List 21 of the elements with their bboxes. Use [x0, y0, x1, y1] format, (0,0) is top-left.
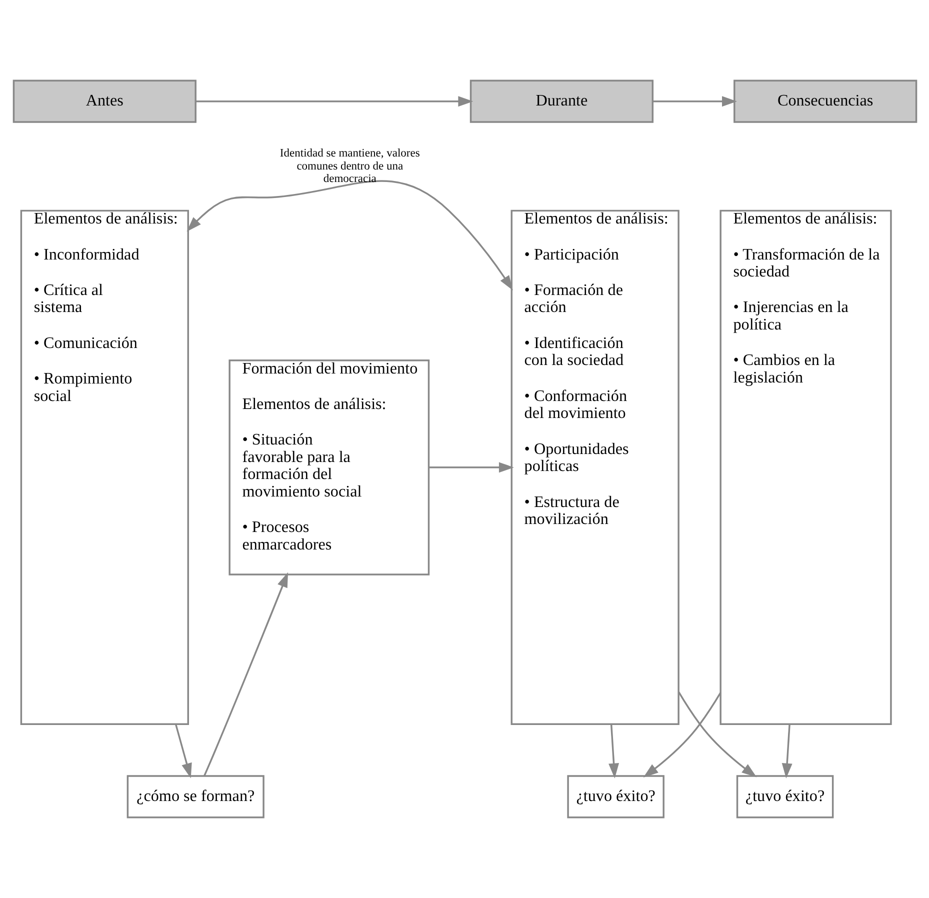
node-box: ¿tuvo éxito?	[736, 775, 834, 818]
arrow	[608, 724, 618, 778]
arrow	[203, 572, 288, 776]
node-box: Elementos de análisis: • Participación • Formación de acción • Identificación con la sociedad • Conformación del movimiento • Oportunidades políticas • Estructura de movilización	[510, 210, 679, 725]
edge-label: Identidad se mantiene, valores comunes dentro de una democracia	[279, 148, 420, 185]
node-box: ¿tuvo éxito?	[566, 775, 664, 818]
arrow	[428, 462, 514, 473]
node-box: Formación del movimiento Elementos de análisis: • Situación favorable para la formación del movimiento social • Procesos enmarcadores	[228, 360, 430, 576]
arrow	[195, 96, 473, 107]
arrow	[781, 724, 792, 778]
node-box: Durante	[469, 80, 654, 123]
node-box: ¿cómo se forman?	[126, 775, 264, 818]
arrow	[652, 96, 736, 107]
arrow	[677, 691, 756, 778]
arrow	[174, 724, 192, 778]
arrow	[186, 180, 512, 290]
node-box: Antes	[12, 80, 196, 123]
node-box: Elementos de análisis: • Transformación de la sociedad • Injerencias en la política • Cambios en la legislación	[719, 210, 892, 725]
arrow	[642, 692, 721, 778]
node-box: Consecuencias	[733, 80, 917, 123]
node-box: Elementos de análisis: • Inconformidad • Crítica al sistema • Comunicación • Rompimiento social	[20, 210, 188, 725]
